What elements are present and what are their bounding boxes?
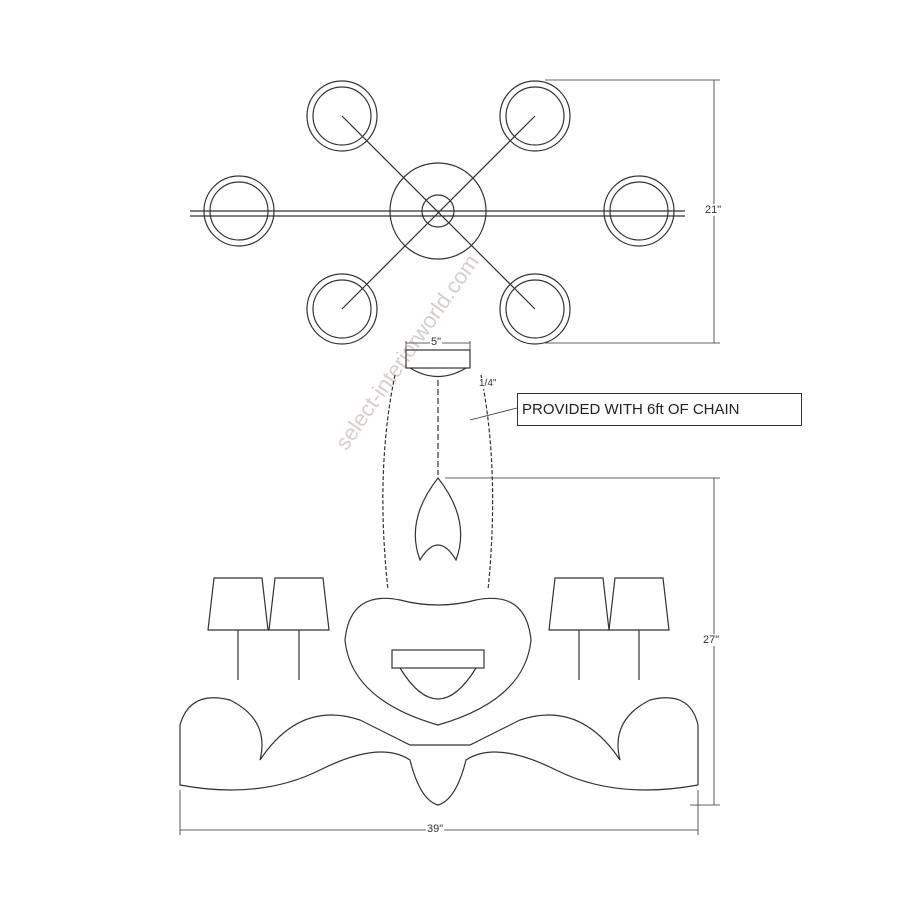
dimension-body-height: 27" <box>702 634 721 646</box>
shade-top-views <box>203 80 675 345</box>
dimension-overall-width: 39" <box>426 823 445 835</box>
dimension-top-view-height: 21" <box>704 204 723 216</box>
chain-note: PROVIDED WITH 6ft OF CHAIN <box>517 393 802 426</box>
lamp-shades <box>207 577 670 680</box>
dimension-canopy-height: 1/4" <box>478 378 498 389</box>
dimension-canopy-width: 5" <box>430 336 443 348</box>
top-view <box>190 79 720 345</box>
side-view <box>179 341 720 835</box>
